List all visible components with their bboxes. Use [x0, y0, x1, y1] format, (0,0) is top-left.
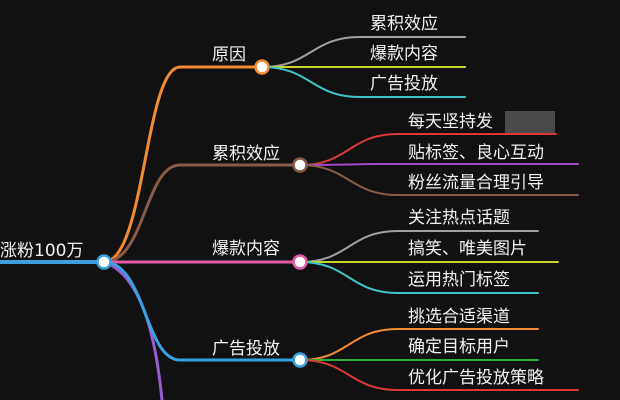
redaction-block: [505, 111, 555, 133]
leaf-topic[interactable]: 粉丝流量合理引导: [408, 173, 544, 193]
branch-topic-advertising[interactable]: 广告投放: [212, 339, 280, 359]
leaf-topic[interactable]: 爆款内容: [370, 44, 438, 64]
leaf-link: [299, 328, 539, 361]
branch-link: [102, 65, 264, 264]
branch-link: [102, 163, 302, 264]
leaf-link: [299, 261, 539, 294]
branch-topic-reason[interactable]: 原因: [212, 45, 246, 65]
leaf-link: [299, 133, 557, 166]
branch-node[interactable]: [254, 59, 270, 75]
leaf-link: [261, 36, 466, 68]
leaf-link: [299, 230, 539, 263]
leaf-link: [261, 66, 466, 98]
branch-node[interactable]: [292, 352, 308, 368]
branch-link: [102, 260, 302, 362]
leaf-topic[interactable]: 广告投放: [370, 74, 438, 94]
leaf-link: [299, 359, 579, 391]
leaf-topic[interactable]: 关注热点话题: [408, 208, 510, 228]
branch-node[interactable]: [292, 157, 308, 173]
leaf-topic[interactable]: 挑选合适渠道: [408, 307, 510, 327]
leaf-topic[interactable]: 搞笑、唯美图片: [408, 239, 527, 259]
leaf-topic[interactable]: 确定目标用户: [408, 337, 510, 357]
root-node[interactable]: [96, 254, 112, 270]
leaf-topic[interactable]: 贴标签、良心互动: [408, 143, 544, 163]
leaf-topic[interactable]: 运用热门标签: [408, 270, 510, 290]
leaf-link: [299, 164, 579, 196]
leaf-topic[interactable]: 优化广告投放策略: [408, 368, 544, 388]
branch-node[interactable]: [292, 254, 308, 270]
leaf-link: [299, 163, 579, 166]
root-topic[interactable]: 涨粉100万: [0, 241, 84, 261]
branch-topic-viral-content[interactable]: 爆款内容: [212, 239, 280, 259]
leaf-topic[interactable]: 每天坚持发: [408, 112, 493, 132]
leaf-topic[interactable]: 累积效应: [370, 14, 438, 34]
branch-topic-accumulation[interactable]: 累积效应: [212, 144, 280, 164]
